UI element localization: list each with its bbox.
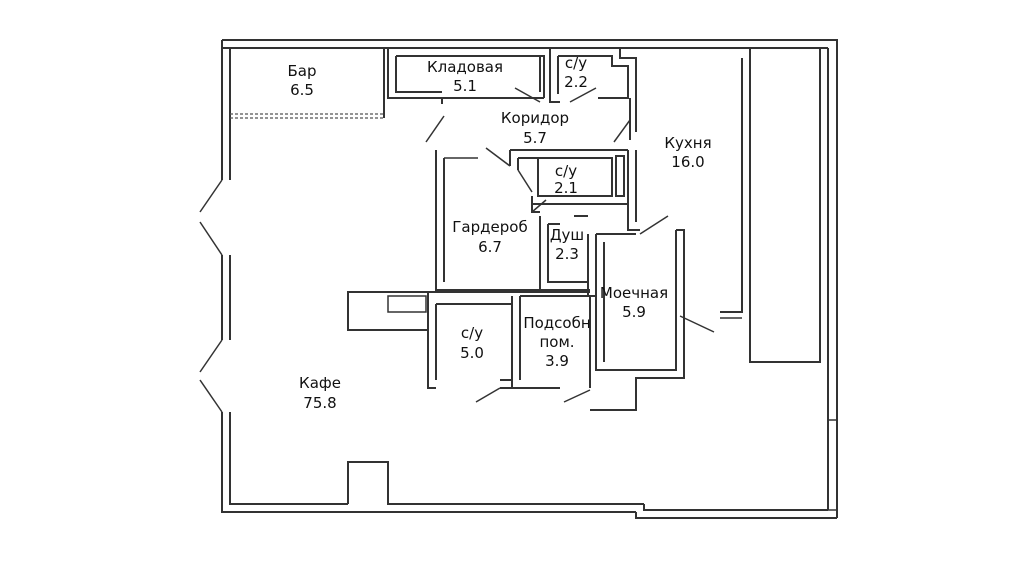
room-wc2-name: с/у: [555, 162, 577, 180]
room-bar-area: 6.5: [290, 81, 314, 99]
room-wc3-name: с/у: [461, 324, 483, 342]
room-wc2-area: 2.1: [554, 179, 578, 197]
outer-walls: [221, 39, 838, 519]
room-shower-name: Душ: [550, 226, 584, 244]
room-wc1-area: 2.2: [564, 73, 588, 91]
room-corridor-name: Коридор: [501, 109, 569, 127]
window-openings: [199, 179, 223, 413]
room-washroom-name: Моечная: [600, 284, 668, 302]
room-kitchen-area: 16.0: [671, 153, 704, 171]
room-corridor-area: 5.7: [523, 129, 547, 147]
room-washroom-area: 5.9: [622, 303, 646, 321]
room-cafe-name: Кафе: [299, 374, 341, 392]
interior-walls: [230, 47, 821, 411]
room-bar-name: Бар: [287, 62, 316, 80]
room-utility-name: Подсобн: [523, 314, 590, 332]
room-utility-name2: пом.: [539, 333, 574, 351]
room-utility-area: 3.9: [545, 352, 569, 370]
room-wc1-name: с/у: [565, 54, 587, 72]
room-wardrobe-name: Гардероб: [452, 218, 527, 236]
room-wardrobe-area: 6.7: [478, 238, 502, 256]
room-pantry-area: 5.1: [453, 77, 477, 95]
room-pantry-name: Кладовая: [427, 58, 503, 76]
room-labels: Бар 6.5 Кладовая 5.1 с/у 2.2 Коридор 5.7…: [287, 54, 711, 412]
room-kitchen-name: Кухня: [664, 134, 711, 152]
room-cafe-area: 75.8: [303, 394, 336, 412]
room-wc3-area: 5.0: [460, 344, 484, 362]
room-shower-area: 2.3: [555, 245, 579, 263]
